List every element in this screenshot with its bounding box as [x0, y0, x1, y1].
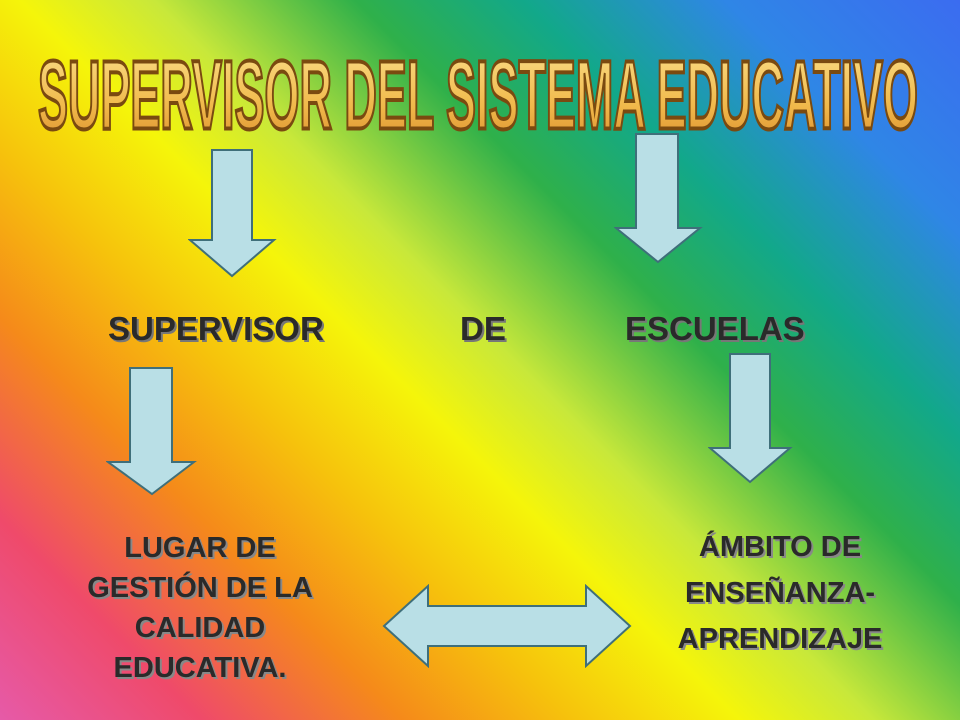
left-box-line: LUGAR DE	[124, 532, 276, 564]
middle-word-supervisor: SUPERVISOR	[108, 310, 324, 347]
middle-word-de: DE	[460, 310, 506, 347]
right-box-text: ÁMBITO DE ENSEÑANZA- APRENDIZAJE	[620, 524, 940, 662]
arrow-down-icon	[614, 133, 703, 264]
title-wordart: SUPERVISOR DEL SISTEMA EDUCATIVO	[36, 40, 919, 151]
arrow-down-icon	[188, 149, 277, 278]
left-box-line: CALIDAD	[134, 612, 266, 644]
left-box-text: LUGAR DE GESTIÓN DE LA CALIDAD EDUCATIVA…	[30, 528, 370, 688]
arrow-down-icon	[708, 353, 793, 484]
left-box-line: EDUCATIVA.	[113, 652, 287, 684]
right-box-line: APRENDIZAJE	[677, 623, 883, 655]
double-arrow-icon	[382, 584, 632, 668]
right-box-line: ENSEÑANZA-	[684, 577, 876, 609]
arrow-down-icon	[106, 367, 197, 496]
middle-word-escuelas: ESCUELAS	[625, 310, 805, 347]
page-title: SUPERVISOR DEL SISTEMA EDUCATIVO	[38, 42, 918, 150]
left-box-line: GESTIÓN DE LA	[87, 572, 313, 604]
right-box-line: ÁMBITO DE	[698, 531, 862, 563]
